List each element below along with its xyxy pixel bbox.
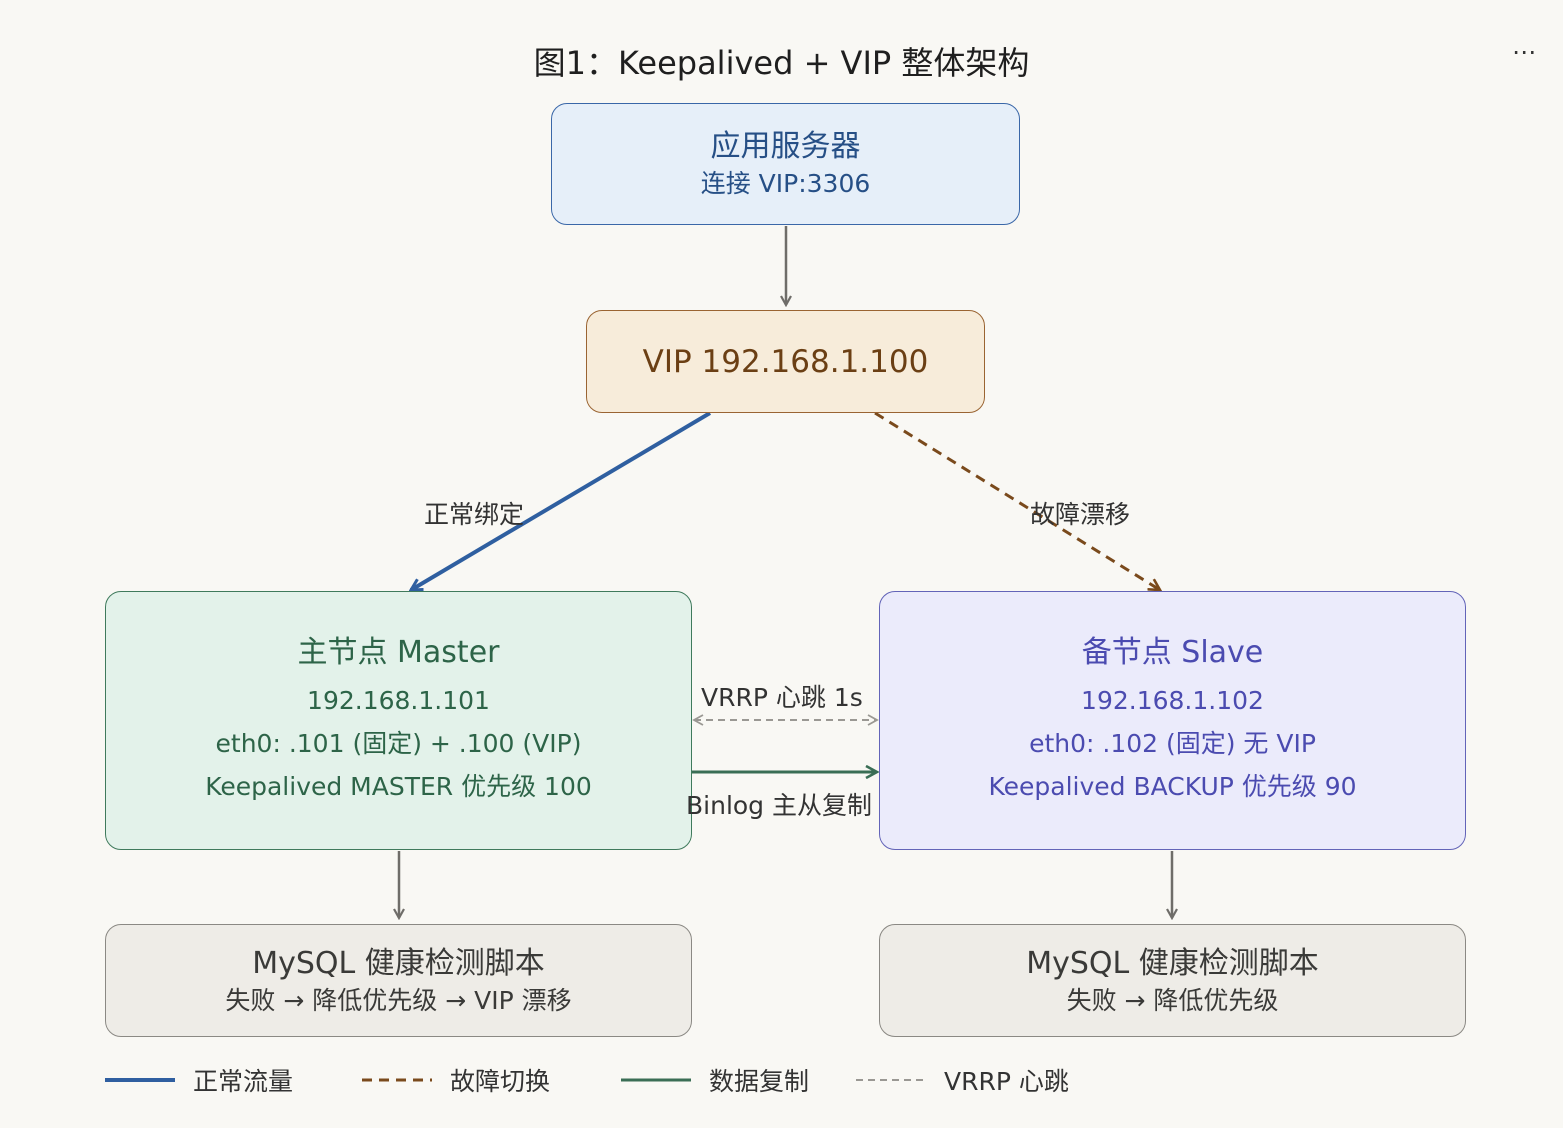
master-health-check-subtitle: 失败 → 降低优先级 → VIP 漂移 [225, 985, 572, 1015]
slave-eth0: eth0: .102 (固定) 无 VIP [1029, 729, 1316, 758]
slave-keepalived: Keepalived BACKUP 优先级 90 [988, 772, 1357, 801]
legend-swatch-normal [105, 1078, 175, 1082]
legend-label: 数据复制 [709, 1067, 810, 1096]
master-ip: 192.168.1.101 [307, 686, 490, 715]
master-title: 主节点 Master [297, 635, 500, 670]
legend-swatch-replication [621, 1078, 691, 1082]
master-health-check-node: MySQL 健康检测脚本 失败 → 降低优先级 → VIP 漂移 [105, 924, 692, 1037]
legend-swatch-vrrp [856, 1079, 926, 1081]
binlog-replication-label: Binlog 主从复制 [686, 791, 872, 820]
legend-label: VRRP 心跳 [944, 1067, 1069, 1096]
master-eth0: eth0: .101 (固定) + .100 (VIP) [215, 729, 582, 758]
vrrp-heartbeat-label: VRRP 心跳 1s [701, 683, 863, 712]
legend-item-failover: 故障切换 [362, 1062, 550, 1098]
legend-label: 故障切换 [450, 1067, 551, 1096]
slave-health-check-title: MySQL 健康检测脚本 [1026, 945, 1319, 981]
diagram-title: 图1：Keepalived + VIP 整体架构 [533, 44, 1030, 82]
more-options-icon[interactable]: ⋯ [1512, 38, 1537, 66]
legend-swatch-failover [362, 1078, 432, 1082]
app-server-subtitle: 连接 VIP:3306 [700, 169, 871, 198]
legend-item-normal-traffic: 正常流量 [105, 1062, 293, 1098]
app-server-title: 应用服务器 [710, 129, 861, 164]
normal-bind-arrow [411, 411, 712, 592]
master-health-check-title: MySQL 健康检测脚本 [252, 945, 545, 981]
slave-node: 备节点 Slave 192.168.1.102 eth0: .102 (固定) … [879, 591, 1466, 850]
app-server-node: 应用服务器 连接 VIP:3306 [551, 103, 1020, 225]
master-keepalived: Keepalived MASTER 优先级 100 [205, 772, 592, 801]
slave-health-check-node: MySQL 健康检测脚本 失败 → 降低优先级 [879, 924, 1466, 1037]
slave-health-check-subtitle: 失败 → 降低优先级 [1066, 985, 1279, 1015]
legend-item-replication: 数据复制 [621, 1062, 809, 1098]
vip-node: VIP 192.168.1.100 [586, 310, 985, 413]
slave-ip: 192.168.1.102 [1081, 686, 1264, 715]
master-node: 主节点 Master 192.168.1.101 eth0: .101 (固定)… [105, 591, 692, 850]
legend-label: 正常流量 [193, 1067, 294, 1096]
vip-title: VIP 192.168.1.100 [642, 343, 929, 380]
normal-bind-label: 正常绑定 [424, 500, 525, 529]
failover-drift-label: 故障漂移 [1030, 500, 1131, 529]
failover-drift-arrow [874, 411, 1160, 590]
slave-title: 备节点 Slave [1081, 635, 1264, 670]
legend-item-vrrp: VRRP 心跳 [856, 1062, 1069, 1098]
